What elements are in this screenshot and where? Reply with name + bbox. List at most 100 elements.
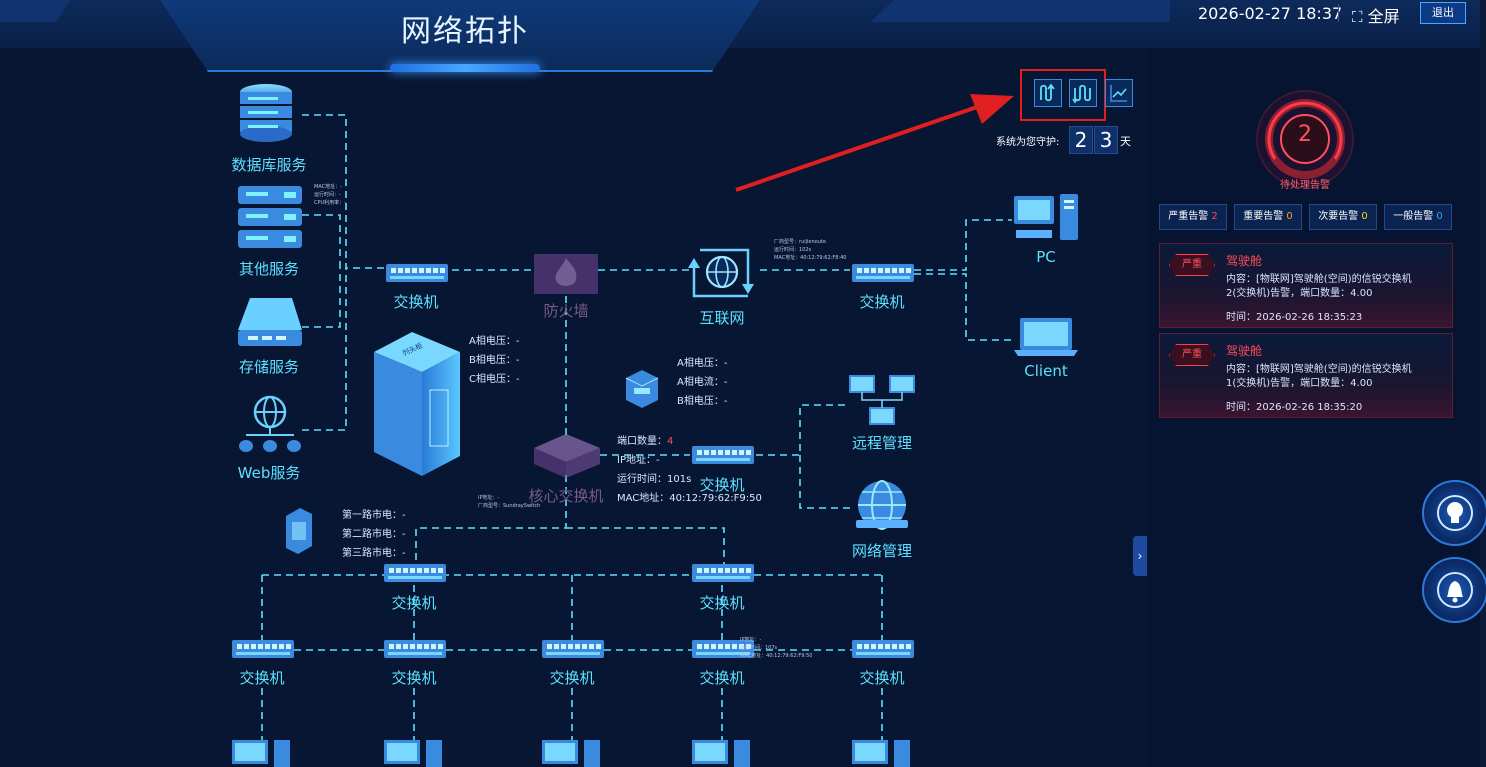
alert-card[interactable]: 严重 驾驶舱 内容：[物联网]驾驶舱(空间)的信锐交换机1(交换机)告警，端口数…	[1159, 333, 1453, 418]
port-value: 4	[667, 436, 674, 447]
computer-icon[interactable]	[384, 740, 442, 767]
core-switch-icon[interactable]	[534, 434, 600, 478]
utility-power-1: 第一路市电：-	[342, 510, 406, 521]
server-info-mac: MAC地址：-	[314, 184, 342, 190]
switch-label: 交换机	[391, 594, 437, 612]
remote-management-icon[interactable]	[849, 375, 915, 425]
computer-icon[interactable]	[232, 740, 290, 767]
internet-globe-icon[interactable]	[688, 248, 754, 298]
core-vendor: 厂商型号：SundraySwitch	[478, 503, 541, 509]
trend-wave-icon[interactable]	[1069, 79, 1097, 107]
cabinet-phase-info: A相电压：- B相电压：- C相电压：-	[469, 332, 520, 389]
pc-icon[interactable]	[1014, 194, 1078, 240]
switch-label: 交换机	[859, 669, 905, 687]
network-management-icon[interactable]	[856, 480, 908, 530]
node-label-web: Web服务	[237, 464, 301, 482]
core-info: IP地址：- 厂商型号：SundraySwitch	[478, 494, 540, 510]
switch-label: 交换机	[393, 293, 439, 311]
storage-icon[interactable]	[238, 298, 302, 346]
node-label-network-mgmt: 网络管理	[851, 542, 912, 560]
alarm-level-count: 2	[1211, 211, 1218, 222]
alarm-level-label: 严重告警	[1168, 211, 1209, 222]
internet-vendor: 厂商型号：ruijienoute	[774, 239, 826, 245]
node-label-other: 其他服务	[238, 260, 299, 278]
switch-icon[interactable]	[692, 640, 754, 658]
page-title: 网络拓扑	[401, 14, 529, 49]
bottom-computer-icons[interactable]	[232, 740, 910, 767]
scrollbar-track[interactable]	[1480, 0, 1486, 767]
switch-icon[interactable]	[542, 640, 604, 658]
topology-canvas: 列头柜	[232, 84, 1078, 767]
alarm-level-count: 0	[1286, 211, 1293, 222]
switch-icon[interactable]	[692, 564, 754, 582]
switch-detail-info: 端口数量：4 IP地址：- 运行时间：101s MAC地址：40:12:79:6…	[617, 432, 762, 508]
alarm-count: 2	[1298, 122, 1312, 147]
internet-uptime: 运行时间：102s	[774, 247, 812, 253]
laptop-icon[interactable]	[1014, 318, 1078, 356]
node-label-client: Client	[1024, 362, 1068, 380]
node-label-internet: 互联网	[699, 309, 745, 327]
switch-small-info: IP地址：- 运行时间：107s MAC地址：40:12:79:62:F9:50	[740, 636, 812, 660]
trend-up-icon[interactable]	[1034, 79, 1062, 107]
alert-card[interactable]: 严重 驾驶舱 内容：[物联网]驾驶舱(空间)的信锐交换机2(交换机)告警，端口数…	[1159, 243, 1453, 328]
lightbulb-button[interactable]	[1422, 480, 1486, 546]
alarm-level-general[interactable]: 一般告警 0	[1384, 204, 1452, 230]
alert-name: 驾驶舱	[1226, 344, 1263, 358]
mac-label: MAC地址：	[617, 493, 670, 504]
computer-icon[interactable]	[542, 740, 600, 767]
alert-name: 驾驶舱	[1226, 254, 1263, 268]
fullscreen-button[interactable]: ⛶ 全屏	[1352, 3, 1400, 27]
switch-label: 交换机	[549, 669, 595, 687]
node-label-storage: 存储服务	[238, 358, 299, 376]
server-rack-icon[interactable]	[238, 186, 302, 248]
node-label-pc: PC	[1036, 248, 1056, 266]
cabinet-icon[interactable]	[374, 332, 460, 476]
header-decoration-left	[0, 0, 70, 22]
firewall-icon[interactable]	[534, 254, 598, 294]
guard-digit: 2	[1069, 126, 1093, 154]
alert-content: 内容：[物联网]驾驶舱(空间)的信锐交换机1(交换机)告警，端口数量：4.00	[1226, 364, 1412, 389]
switch-icon[interactable]	[384, 640, 446, 658]
alarm-level-major[interactable]: 重要告警 0	[1234, 204, 1302, 230]
switch-icons[interactable]	[232, 264, 914, 658]
exit-button[interactable]: 退出	[1420, 2, 1466, 24]
web-globe-icon[interactable]	[239, 395, 301, 452]
meter-b-voltage: B相电压：-	[677, 396, 728, 407]
computer-icon[interactable]	[692, 740, 750, 767]
line-chart-icon[interactable]	[1105, 79, 1133, 107]
server-info: MAC地址：- 运行时间：- CPU利用率：-	[314, 183, 346, 207]
uptime-value: 101s	[667, 474, 692, 485]
alert-content: 内容：[物联网]驾驶舱(空间)的信锐交换机2(交换机)告警，端口数量：4.00	[1226, 274, 1412, 299]
node-label-core-switch: 核心交换机	[528, 487, 604, 505]
utility-power-info: 第一路市电：- 第二路市电：- 第三路市电：-	[342, 506, 406, 563]
datetime: 2026-02-27 18:37	[1198, 4, 1343, 23]
computer-icon[interactable]	[852, 740, 910, 767]
alarm-level-minor[interactable]: 次要告警 0	[1309, 204, 1377, 230]
fullscreen-icon: ⛶	[1352, 8, 1363, 26]
notification-button[interactable]	[1422, 557, 1486, 623]
switch-icon[interactable]	[852, 640, 914, 658]
switch-icon[interactable]	[852, 264, 914, 282]
node-label-firewall: 防火墙	[543, 302, 589, 320]
database-icon[interactable]	[240, 84, 292, 142]
switch-icon[interactable]	[386, 264, 448, 282]
switch-icon[interactable]	[232, 640, 294, 658]
alarm-title: 待处理告警	[1280, 180, 1330, 191]
guard-unit: 天	[1120, 135, 1131, 148]
alarm-level-critical[interactable]: 严重告警 2	[1159, 204, 1227, 230]
meter-a-current: A相电流：-	[677, 377, 728, 388]
title-glow-bar	[390, 64, 540, 72]
alarm-level-label: 次要告警	[1318, 211, 1359, 222]
fullscreen-label: 全屏	[1367, 7, 1400, 26]
switch-icon[interactable]	[384, 564, 446, 582]
uptime-label: 运行时间：	[617, 474, 667, 485]
switch-label: 交换机	[859, 293, 905, 311]
cabinet-phase-c: C相电压：-	[469, 374, 520, 385]
cabinet-phase-a: A相电压：-	[469, 336, 520, 347]
utility-power-3: 第三路市电：-	[342, 548, 406, 559]
panel-toggle-button[interactable]: ›	[1133, 536, 1147, 576]
severity-badge: 严重	[1169, 344, 1215, 366]
switch-icon[interactable]	[692, 446, 754, 464]
alarm-level-label: 重要告警	[1243, 211, 1284, 222]
alarm-level-label: 一般告警	[1393, 211, 1434, 222]
